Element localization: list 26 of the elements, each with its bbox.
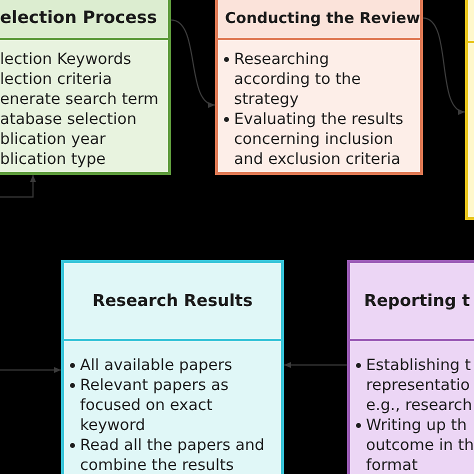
connector-arrow	[0, 175, 36, 198]
connector-arrow	[422, 17, 466, 113]
process-card	[0, 0, 171, 175]
connector-arrow	[0, 367, 61, 373]
list-item: lection criteria	[0, 69, 113, 89]
process-card	[215, 0, 423, 175]
bullet-text: Evaluating the results concerning inclusion and exclusion criteria	[234, 109, 404, 169]
card-heading: Research Results	[92, 290, 253, 312]
bullet-text: Establishing t representatio e.g., research	[366, 355, 474, 415]
list-item: blication type	[0, 149, 107, 169]
card-heading: Conducting the Review	[225, 8, 420, 30]
list-item: atabase selection	[0, 109, 138, 129]
bullet-text: Read all the papers and combine the results	[80, 435, 266, 474]
bullet-text: Researching according to the strategy	[234, 49, 362, 109]
list-item: blication year	[0, 129, 107, 149]
process-card	[61, 260, 284, 474]
connector-arrow	[170, 19, 216, 106]
bullet-text: Writing up th outcome in th format	[366, 415, 474, 474]
process-card	[347, 260, 474, 474]
list-item: lection Keywords	[0, 49, 132, 69]
list-item: enerate search term	[0, 89, 156, 109]
bullet-text: All available papers	[80, 355, 232, 375]
bullet-text: Relevant papers as focused on exact keyword	[80, 375, 230, 435]
card-heading: election Process	[0, 6, 157, 30]
connector-arrow	[284, 362, 347, 368]
card-heading: Reporting t	[364, 290, 470, 312]
